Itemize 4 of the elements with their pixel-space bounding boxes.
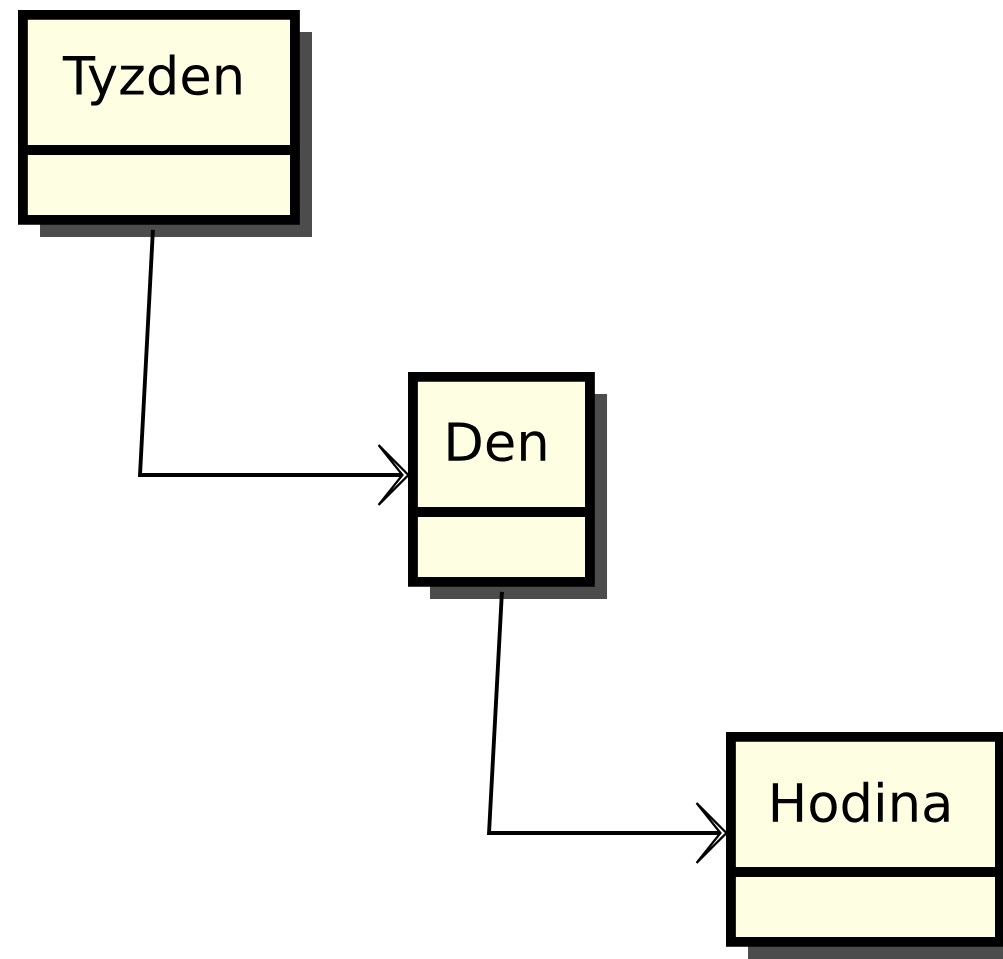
class-box: Den	[408, 372, 607, 599]
class-box: Tyzden	[18, 10, 312, 237]
class-box: Hodina	[726, 732, 1003, 959]
arrow	[137, 229, 410, 506]
